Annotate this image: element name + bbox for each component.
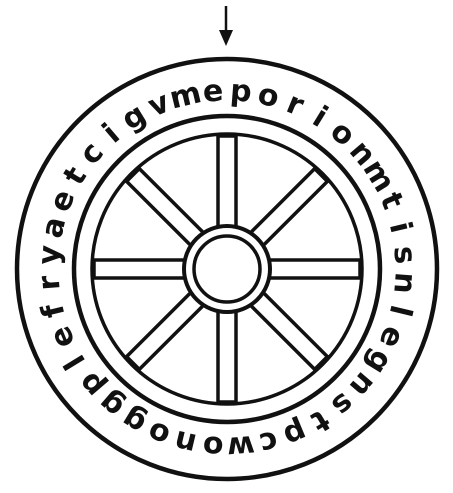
ring-letter: a bbox=[35, 214, 74, 242]
ring-letter: i bbox=[96, 117, 127, 150]
ring-letter: s bbox=[386, 245, 422, 266]
ring-letter: e bbox=[42, 321, 82, 353]
arrow-down-icon bbox=[219, 6, 233, 46]
ring-letter: i bbox=[382, 218, 418, 236]
ring-letter: o bbox=[254, 76, 282, 115]
wheel-spoke bbox=[94, 260, 191, 278]
wheel-spoke bbox=[218, 305, 236, 402]
hub-outer bbox=[184, 226, 270, 312]
ring-letter: c bbox=[256, 423, 281, 461]
ring-letter: e bbox=[202, 73, 225, 109]
ring-letter: y bbox=[31, 243, 67, 266]
ring-letter: c bbox=[73, 135, 111, 171]
ring-letter: n bbox=[171, 423, 200, 462]
wheel-spoke bbox=[263, 260, 360, 278]
ring-letter: p bbox=[278, 413, 311, 454]
ring-letter: r bbox=[282, 86, 309, 124]
ring-letter: e bbox=[42, 185, 82, 217]
ring-letter: w bbox=[226, 428, 256, 465]
ring-letter: m bbox=[166, 75, 205, 116]
ring-letter: f bbox=[35, 299, 72, 321]
ring-letter: t bbox=[305, 402, 336, 439]
ring-letter: t bbox=[57, 161, 94, 192]
ring-letter: l bbox=[382, 301, 418, 319]
ring-letter: p bbox=[229, 73, 253, 110]
ring-letter: i bbox=[306, 100, 333, 135]
ring-letter: r bbox=[32, 274, 68, 292]
ring-letter: o bbox=[201, 428, 224, 465]
ring-letter: n bbox=[386, 271, 423, 295]
wheel-spoke bbox=[218, 136, 236, 233]
ring-letter: l bbox=[58, 348, 93, 375]
